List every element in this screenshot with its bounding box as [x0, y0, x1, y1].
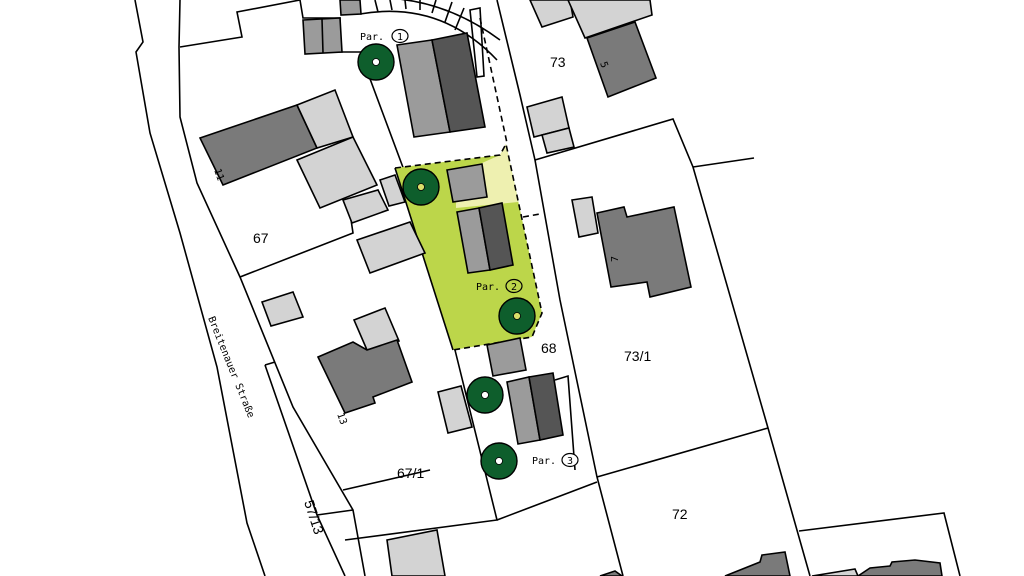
- building-5: [585, 20, 658, 99]
- parcel-label: 73/1: [624, 348, 651, 364]
- tree-icon: [466, 376, 504, 414]
- parcel-label: 72: [672, 506, 688, 522]
- parcel-label: 67: [253, 230, 269, 246]
- building-13: [316, 338, 414, 414]
- parking-label-3: Par. 3: [532, 452, 579, 468]
- parcel-label: 68: [541, 340, 557, 356]
- house-number: 5: [597, 60, 609, 69]
- house-number: 7: [610, 256, 621, 262]
- parking-slots: [374, 0, 465, 31]
- parking-label-2: Par. 2: [476, 278, 523, 294]
- house-number: 11: [211, 167, 225, 182]
- parcel-boundaries: [134, 0, 961, 576]
- svg-text:1: 1: [397, 32, 403, 43]
- parking-label-1: Par. 1: [360, 28, 409, 44]
- tree-icon: [402, 168, 440, 206]
- site-yellow-area: [456, 144, 518, 208]
- svg-text:Par.: Par.: [476, 282, 500, 293]
- street-name: Breitenauer Straße: [205, 315, 256, 420]
- svg-text:Par.: Par.: [532, 456, 556, 467]
- parcel-label: 73: [550, 54, 566, 70]
- house-number: 13: [334, 411, 348, 426]
- tree-icon: [498, 297, 536, 335]
- trees: [357, 43, 536, 480]
- parcel-label: 57/13: [301, 498, 327, 536]
- svg-text:2: 2: [511, 282, 517, 293]
- svg-text:Par.: Par.: [360, 32, 384, 43]
- buildings: [198, 0, 943, 576]
- house-numbers: 11 5 7 13: [211, 60, 621, 426]
- parcel-label: 67/1: [397, 465, 424, 481]
- tree-icon: [357, 43, 395, 81]
- svg-text:3: 3: [567, 456, 573, 467]
- building-7: [596, 206, 692, 298]
- tree-icon: [480, 442, 518, 480]
